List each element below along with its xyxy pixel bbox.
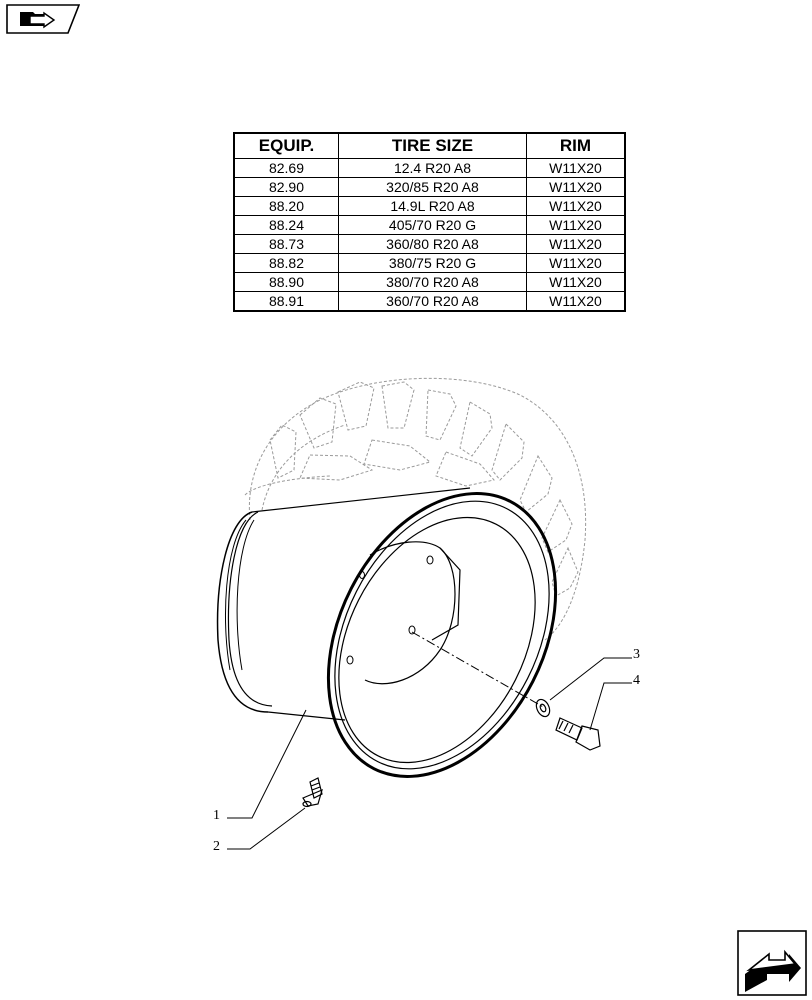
col-header-equip: EQUIP. — [233, 132, 339, 159]
rim-cell: W11X20 — [526, 291, 626, 312]
tire-size-cell: 12.4 R20 A8 — [338, 158, 527, 178]
callout-leaders — [227, 657, 632, 850]
table-header-row: EQUIP. TIRE SIZE RIM — [233, 132, 626, 159]
rim-cell: W11X20 — [526, 272, 626, 292]
tire-spec-table: EQUIP. TIRE SIZE RIM 82.69 12.4 R20 A8 W… — [233, 132, 626, 312]
callout-2: 2 — [213, 839, 220, 854]
bolt-centerline — [411, 631, 546, 709]
table-row: 88.82 380/75 R20 G W11X20 — [233, 253, 626, 273]
folder-arrow-icon — [20, 11, 56, 29]
table-row: 88.90 380/70 R20 A8 W11X20 — [233, 272, 626, 292]
tire-size-cell: 380/75 R20 G — [338, 253, 527, 273]
equip-cell: 88.20 — [233, 196, 339, 216]
equip-cell: 88.82 — [233, 253, 339, 273]
table-row: 88.24 405/70 R20 G W11X20 — [233, 215, 626, 235]
col-header-rim: RIM — [526, 132, 626, 159]
equip-cell: 88.24 — [233, 215, 339, 235]
washer — [535, 698, 551, 718]
tire-size-cell: 360/80 R20 A8 — [338, 234, 527, 254]
table-row: 88.73 360/80 R20 A8 W11X20 — [233, 234, 626, 254]
rim — [216, 487, 558, 778]
callout-3: 3 — [633, 647, 640, 662]
rim-cell: W11X20 — [526, 234, 626, 254]
equip-cell: 88.91 — [233, 291, 339, 312]
table-row: 88.91 360/70 R20 A8 W11X20 — [233, 291, 626, 312]
callout-4: 4 — [633, 673, 640, 688]
table-row: 88.20 14.9L R20 A8 W11X20 — [233, 196, 626, 216]
next-page-button[interactable] — [737, 930, 807, 996]
table-row: 82.69 12.4 R20 A8 W11X20 — [233, 158, 626, 178]
col-header-tire-size: TIRE SIZE — [338, 132, 527, 159]
tire-size-cell: 380/70 R20 A8 — [338, 272, 527, 292]
nav-badge[interactable] — [6, 4, 80, 34]
rim-cell: W11X20 — [526, 215, 626, 235]
next-page-arrow-icon — [745, 949, 801, 992]
tire-phantom-outline — [244, 377, 587, 641]
tire-size-cell: 360/70 R20 A8 — [338, 291, 527, 312]
callout-1: 1 — [213, 808, 220, 823]
valve — [302, 777, 323, 808]
bolt — [555, 717, 601, 751]
